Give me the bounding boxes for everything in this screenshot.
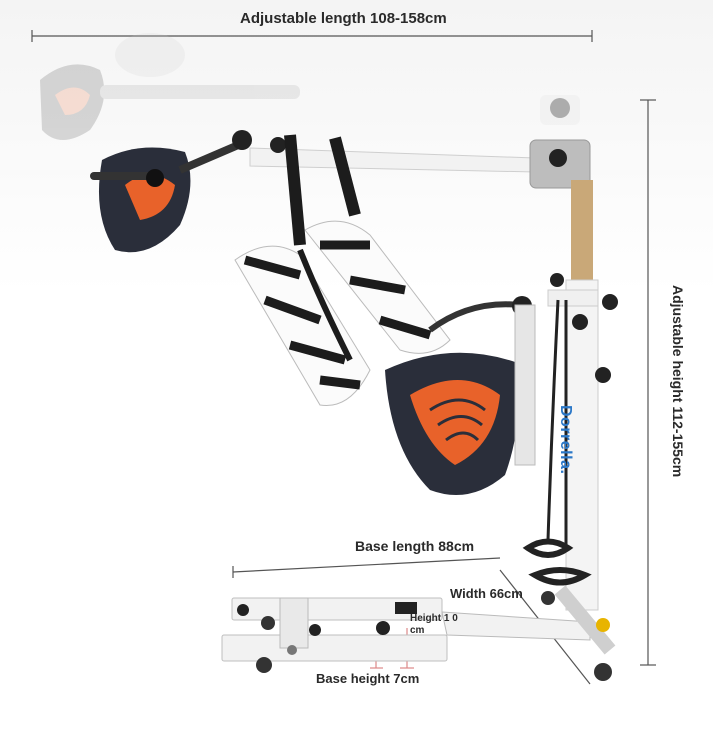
resistance-bands: [522, 299, 592, 586]
height-10-label: Height 1 0 cm: [410, 613, 458, 636]
leg-supports: [234, 134, 451, 407]
adjustable-length-label: Adjustable length 108-158cm: [240, 10, 447, 27]
adjustable-height-label: Adjustable height 112-155cm: [670, 285, 686, 478]
base-frame: [221, 585, 616, 681]
upper-arm-frame: [249, 95, 591, 189]
upper-pedal: [90, 130, 286, 253]
ghost-pedal: [40, 33, 300, 140]
base-height-label: Base height 7cm: [316, 671, 420, 686]
width-label: Width 66cm: [450, 586, 523, 601]
vertical-column: [547, 180, 618, 611]
base-length-label: Base length 88cm: [355, 538, 475, 554]
lower-pedal: [385, 296, 536, 495]
brand-logo-text: Dorrella.: [557, 405, 574, 475]
